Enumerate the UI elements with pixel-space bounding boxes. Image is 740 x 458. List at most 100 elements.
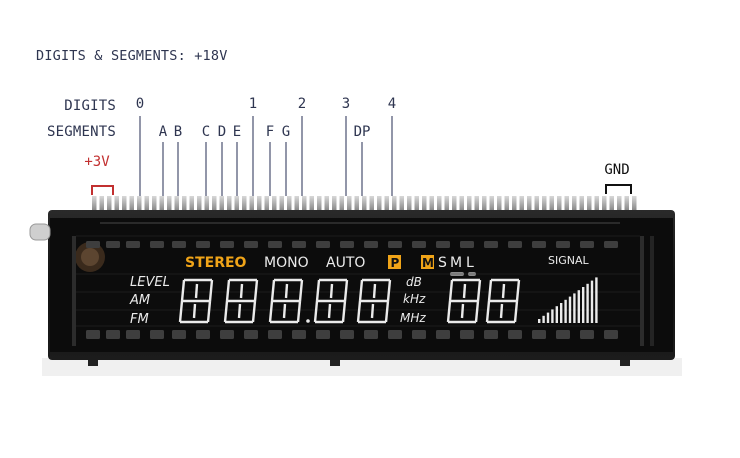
pin — [294, 196, 299, 210]
pin — [489, 196, 494, 210]
pin — [422, 196, 427, 210]
digits-row-label: DIGITS — [64, 98, 116, 114]
pin — [144, 196, 149, 210]
pin — [632, 196, 637, 210]
pin — [542, 196, 547, 210]
pin — [257, 196, 262, 210]
digit-cell — [446, 278, 482, 324]
pin — [602, 196, 607, 210]
pin — [362, 196, 367, 210]
pin — [287, 196, 292, 210]
pin — [249, 196, 254, 210]
pin — [557, 196, 562, 210]
segment-pin-label-d: D — [217, 124, 227, 140]
pin — [174, 196, 179, 210]
m2-indicator: M — [450, 255, 462, 271]
pin — [527, 196, 532, 210]
segment-pin-label-c: C — [201, 124, 211, 140]
pin — [189, 196, 194, 210]
stereo-indicator: STEREO — [185, 255, 247, 271]
segment-pin-label-g: G — [281, 124, 291, 140]
pin — [452, 196, 457, 210]
pin — [624, 196, 629, 210]
pin — [564, 196, 569, 210]
am-label: AM — [129, 293, 150, 308]
digit-cell — [356, 278, 392, 324]
signal-bars — [538, 277, 598, 323]
pin — [384, 196, 389, 210]
segment-pin-label-b: B — [173, 124, 183, 140]
signal-indicator: SIGNAL — [548, 254, 590, 267]
pin — [369, 196, 374, 210]
pin — [204, 196, 209, 210]
mhz-label: MHz — [400, 311, 426, 325]
p-indicator: P — [391, 256, 400, 270]
m-indicator: M — [422, 256, 434, 270]
pin — [482, 196, 487, 210]
pin — [332, 196, 337, 210]
pin — [302, 196, 307, 210]
digit-pin-label-4: 4 — [387, 96, 397, 112]
pin — [309, 196, 314, 210]
pin — [467, 196, 472, 210]
plus3v-label: +3V — [84, 154, 110, 170]
pin — [159, 196, 164, 210]
digit-cell — [268, 278, 304, 324]
digit-pin-label-3: 3 — [341, 96, 351, 112]
pin — [212, 196, 217, 210]
digit-cell — [223, 278, 259, 324]
segment-pin-label-f: F — [265, 124, 275, 140]
pin — [549, 196, 554, 210]
digit-area — [178, 278, 521, 324]
pin — [512, 196, 517, 210]
level-label: LEVEL — [130, 275, 170, 290]
pin — [497, 196, 502, 210]
pin-row — [92, 196, 637, 210]
pin — [587, 196, 592, 210]
pin — [122, 196, 127, 210]
pin — [234, 196, 239, 210]
gnd-label: GND — [604, 162, 630, 178]
pin — [519, 196, 524, 210]
pin — [227, 196, 232, 210]
pin — [197, 196, 202, 210]
gnd-bracket — [605, 184, 632, 194]
db-label: dB — [406, 275, 422, 289]
pin — [114, 196, 119, 210]
pin — [137, 196, 142, 210]
pin — [572, 196, 577, 210]
digit-pin-label-1: 1 — [248, 96, 258, 112]
pin — [504, 196, 509, 210]
p-indicator-box — [388, 255, 401, 269]
mono-indicator: MONO — [264, 255, 309, 271]
pin — [437, 196, 442, 210]
page-title: DIGITS & SEGMENTS: +18V — [36, 48, 228, 64]
digit-pin-label-2: 2 — [297, 96, 307, 112]
pin — [377, 196, 382, 210]
pin — [92, 196, 97, 210]
pin — [392, 196, 397, 210]
pin — [279, 196, 284, 210]
pin — [609, 196, 614, 210]
segments-row-label: SEGMENTS — [46, 124, 116, 140]
pin — [429, 196, 434, 210]
segment-pin-label-e: E — [232, 124, 242, 140]
pin — [152, 196, 157, 210]
s-indicator: S — [438, 255, 447, 271]
l-indicator: L — [466, 255, 474, 271]
pin — [167, 196, 172, 210]
pin — [594, 196, 599, 210]
pin — [474, 196, 479, 210]
digit-cell — [485, 278, 521, 324]
pin — [317, 196, 322, 210]
segment-pin-label-a: A — [158, 124, 168, 140]
pin — [444, 196, 449, 210]
pin — [579, 196, 584, 210]
fm-label: FM — [130, 312, 149, 327]
plus3v-bracket — [91, 185, 114, 195]
digit-cell — [313, 278, 349, 324]
digit-cell — [178, 278, 214, 324]
pin — [459, 196, 464, 210]
pin — [339, 196, 344, 210]
